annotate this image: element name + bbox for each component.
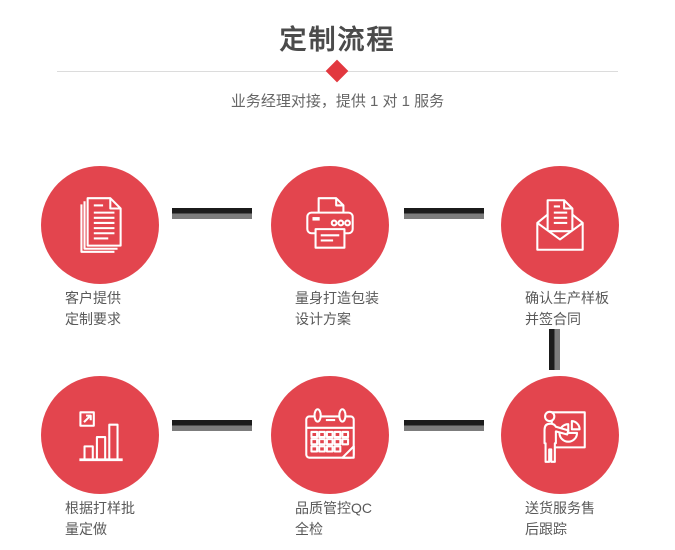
step-delivery-aftersales: 送货服务售 后跟踪: [501, 376, 631, 540]
step-label: 根据打样批 量定做: [65, 500, 135, 537]
connector-horizontal: [172, 208, 252, 219]
connector-horizontal: [404, 420, 484, 431]
connector-horizontal: [404, 208, 484, 219]
step-sample-contract: 确认生产样板 并签合同: [501, 166, 631, 330]
step-circle: [501, 166, 619, 284]
step-circle: [41, 376, 159, 494]
bar-chart-icon: [79, 411, 123, 462]
presentation-icon: [543, 410, 586, 463]
step-batch-production: 根据打样批 量定做: [41, 376, 171, 540]
step-circle: [271, 166, 389, 284]
step-label: 送货服务售 后跟踪: [525, 500, 595, 537]
connector-vertical: [549, 329, 560, 370]
page-subtitle: 业务经理对接，提供 1 对 1 服务: [230, 93, 445, 110]
step-quality-control: 品质管控QC 全检: [271, 376, 401, 540]
step-label: 品质管控QC 全检: [295, 500, 372, 537]
calendar-icon: [305, 408, 355, 459]
page-title: 定制流程: [279, 25, 396, 55]
connector-horizontal: [172, 420, 252, 431]
step-circle: [501, 376, 619, 494]
documents-icon: [80, 197, 122, 253]
diamond-icon: [325, 59, 349, 83]
envelope-icon: [536, 199, 584, 251]
step-circle: [271, 376, 389, 494]
step-circle: [41, 166, 159, 284]
step-customer-requirements: 客户提供 定制要求: [41, 166, 171, 330]
step-label: 确认生产样板 并签合同: [525, 290, 609, 327]
printer-icon: [306, 197, 354, 249]
step-packaging-design: 量身打造包装 设计方案: [271, 166, 401, 330]
step-label: 量身打造包装 设计方案: [295, 290, 379, 327]
step-label: 客户提供 定制要求: [65, 290, 121, 327]
